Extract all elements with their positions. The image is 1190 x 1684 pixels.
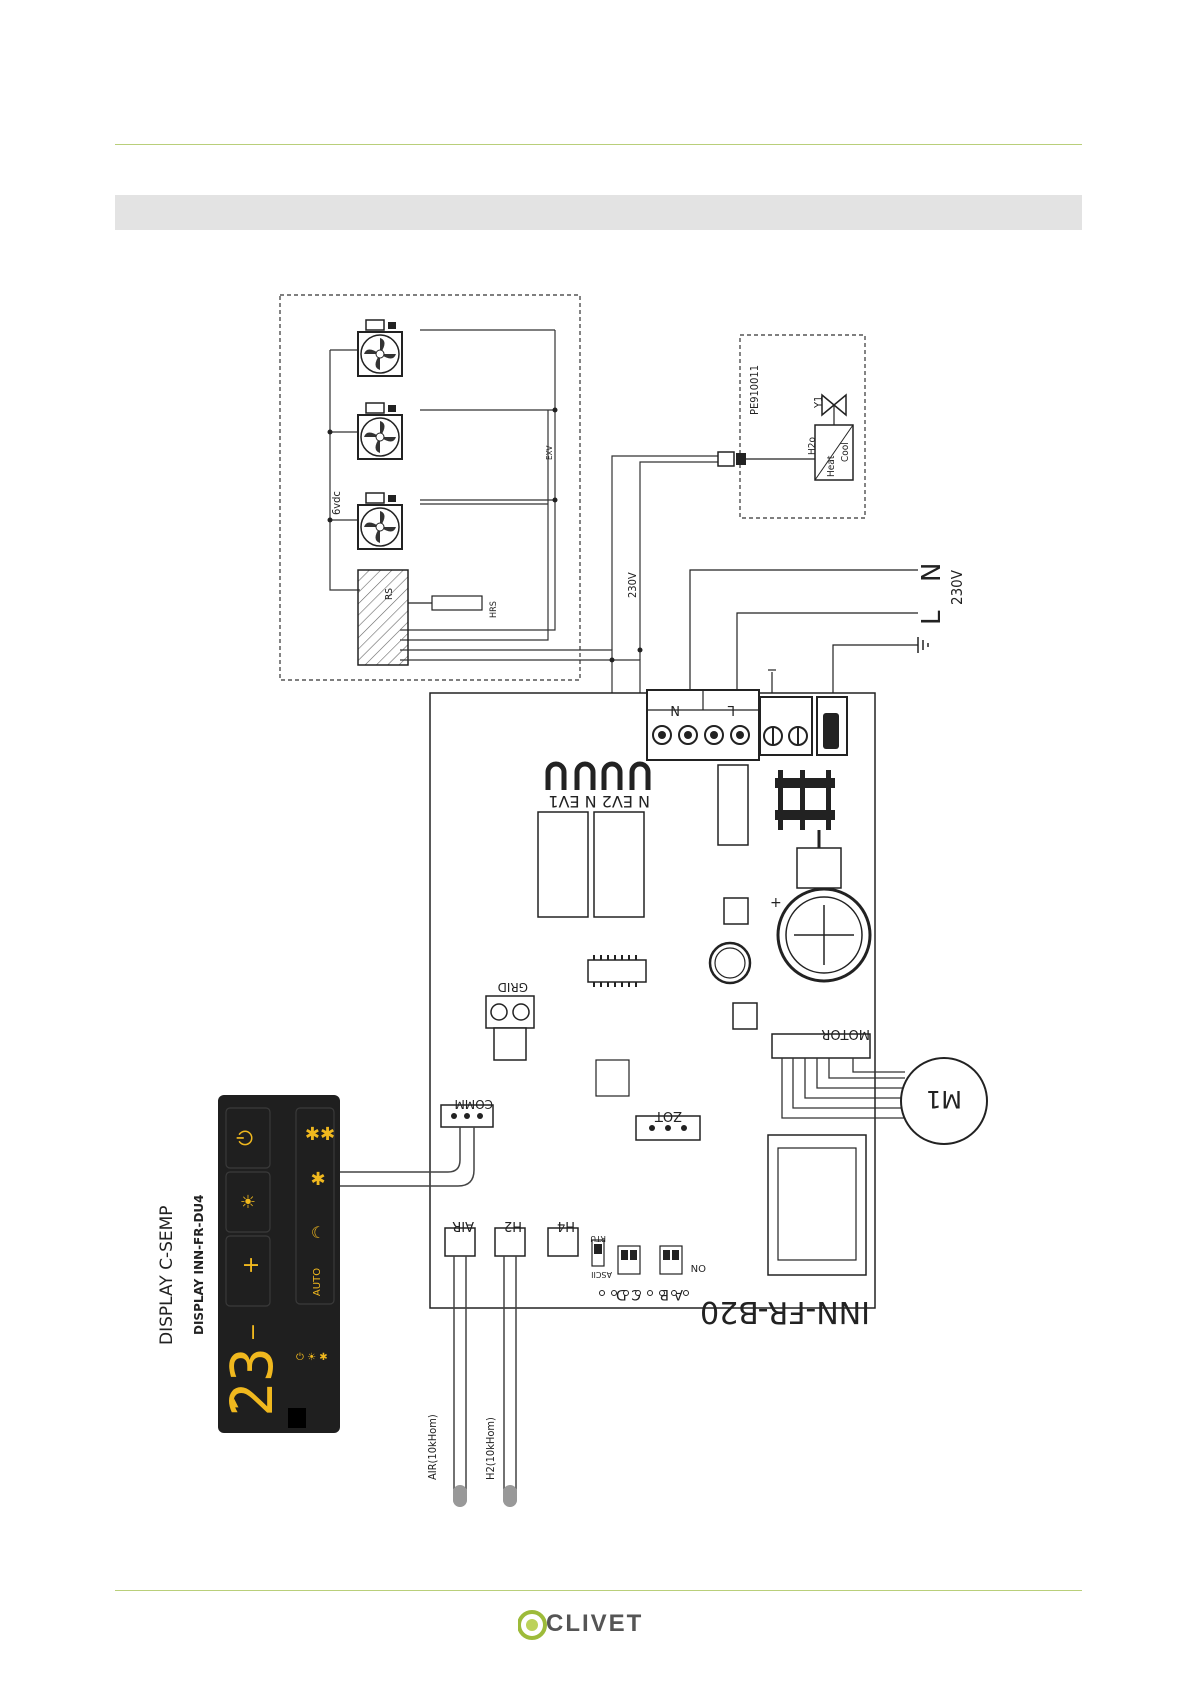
relay-ev2	[538, 812, 588, 917]
sun-icon: ☀	[240, 1192, 256, 1213]
earth-terminal-block	[760, 697, 812, 755]
fan-block-enclosure	[280, 295, 580, 680]
mains-n-label: N	[917, 563, 947, 582]
supply-voltage-label: 230V	[626, 572, 639, 598]
relay-ev1	[594, 812, 644, 917]
zot-label: ZOT	[655, 1108, 682, 1123]
h2-label: H2	[504, 1218, 522, 1233]
valve-code: PE910011	[748, 365, 761, 415]
display-module: ⏻ ☀ + − ✱✱ ✱ ☾ AUTO 23 ▲ ⏻ ☀ ✱ DISPLAY C…	[157, 1095, 340, 1433]
display-model: DISPLAY INN-FR-DU4	[192, 1194, 206, 1335]
exv-label: EXV	[545, 446, 554, 460]
air-label: AIR	[452, 1218, 474, 1233]
air-sensor-probe	[453, 1485, 467, 1507]
on-label: ON	[691, 1262, 706, 1273]
brand-name: CLIVET	[546, 1610, 643, 1638]
display-title: DISPLAY C-SEMP	[157, 1205, 177, 1345]
comm-label: COMM	[454, 1097, 493, 1111]
hrs-sensor	[432, 596, 482, 610]
cool-label: Cool	[840, 442, 851, 462]
valve-module: PE910011 Y1 H2o Heat Cool	[718, 335, 865, 518]
capacitor-plus: +	[770, 895, 782, 911]
heat-label: Heat	[826, 455, 837, 477]
fan-icon	[358, 320, 402, 376]
air-sensor-label: AIR(10kHom)	[426, 1414, 439, 1480]
grid-label: GRID	[498, 980, 528, 994]
fan-speed-high-icon[interactable]: ✱✱	[305, 1124, 335, 1145]
power-button[interactable]: ⏻	[233, 1130, 257, 1146]
minus-button[interactable]: −	[241, 1323, 266, 1341]
h4-label: H4	[557, 1218, 575, 1233]
h2-sensor-probe	[503, 1485, 517, 1507]
fan-icon	[358, 403, 402, 459]
h2o-label: H2o	[807, 437, 818, 455]
arrow-icon: ▲	[230, 1396, 239, 1409]
motor-label: MOTOR	[821, 1026, 870, 1041]
rs-board	[358, 570, 408, 665]
auto-button[interactable]: AUTO	[312, 1268, 323, 1296]
mains-l-label: L	[917, 610, 947, 625]
relay-terminal-labels: N EV2 N EV1	[548, 792, 650, 811]
plus-button[interactable]: +	[239, 1256, 264, 1274]
night-mode-icon[interactable]: ☾	[311, 1223, 325, 1242]
hrs-label: HRS	[489, 601, 499, 618]
motor-name: M1	[926, 1085, 962, 1113]
valve-label: Y1	[812, 396, 825, 409]
ascii-label: ASCII	[591, 1270, 612, 1279]
main-board: N L N EV2 N EV1	[430, 690, 987, 1329]
rs-label: RS	[384, 588, 395, 600]
board-name: INN-FR-B20	[700, 1294, 870, 1329]
ic-chip	[724, 898, 748, 924]
rtu-label: RTU	[590, 1234, 606, 1243]
fan-block: 6vdc EXV RS HRS	[280, 295, 580, 680]
ic-chip	[733, 1003, 757, 1029]
fan-speed-icon[interactable]: ✱	[310, 1169, 325, 1190]
h2-sensor-label: H2(10kHom)	[484, 1417, 497, 1480]
terminal-n: N	[670, 702, 680, 717]
voltage-label: 6vdc	[330, 491, 343, 515]
terminal-l: L	[727, 702, 735, 717]
mode-icons: ⏻ ☀ ✱	[296, 1352, 328, 1363]
microcontroller	[588, 960, 646, 982]
footer-rule	[115, 1590, 1082, 1591]
valve-connector	[718, 452, 734, 466]
temperature-readout: 23	[218, 1347, 286, 1417]
fan-icon	[358, 493, 402, 549]
display-indicator	[288, 1408, 306, 1428]
mains-voltage: 230V	[948, 569, 966, 605]
